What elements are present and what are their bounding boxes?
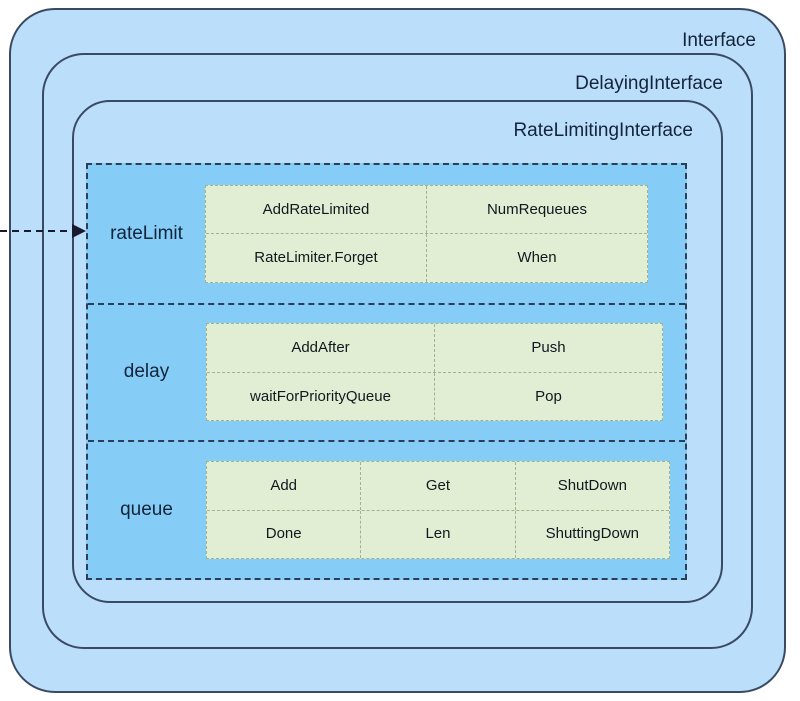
method-cell[interactable]: When (426, 234, 647, 282)
struct-row-ratelimit: rateLimit AddRateLimited NumRequeues Rat… (88, 165, 685, 303)
method-cell[interactable]: NumRequeues (426, 185, 647, 234)
entry-arrow-icon (0, 224, 86, 238)
rate-limiting-interface-label: RateLimitingInterface (513, 120, 693, 141)
method-row: RateLimiter.Forget When (206, 233, 647, 282)
method-row: waitForPriorityQueue Pop (207, 371, 662, 421)
struct-name-delay: delay (123, 361, 170, 383)
method-row: Add Get ShutDown (207, 462, 669, 510)
method-cell[interactable]: AddAfter (291, 339, 350, 357)
method-table-ratelimit: AddRateLimited NumRequeues RateLimiter.F… (205, 184, 648, 283)
struct-row-queue: queue Add Get ShutDown Done Len Shutting… (88, 440, 685, 578)
method-table-delay: AddAfter Push waitForPriorityQueue Pop (206, 323, 663, 422)
method-cell[interactable]: RateLimiter.Forget (254, 249, 378, 267)
method-row: AddAfter Push (207, 324, 662, 372)
method-cell[interactable]: Push (434, 324, 662, 372)
struct-row-delay: delay AddAfter Push waitForPriorityQueue… (88, 302, 685, 441)
method-cell[interactable]: Pop (434, 372, 662, 421)
method-cell[interactable]: ShuttingDown (514, 510, 669, 559)
interface-label: Interface (682, 30, 756, 51)
delaying-interface-label: DelayingInterface (575, 73, 723, 94)
method-row: AddRateLimited NumRequeues (206, 185, 647, 234)
method-cell[interactable]: AddRateLimited (262, 200, 370, 218)
method-cell[interactable]: waitForPriorityQueue (250, 387, 391, 405)
struct-name-ratelimit: rateLimit (110, 222, 183, 244)
method-cell[interactable]: Done (265, 525, 302, 543)
method-cell[interactable]: ShutDown (514, 462, 669, 510)
method-cell[interactable]: Add (270, 476, 298, 494)
struct-container: rateLimit AddRateLimited NumRequeues Rat… (86, 163, 687, 580)
method-cell[interactable]: Len (360, 510, 514, 559)
method-row: Done Len ShuttingDown (207, 509, 669, 559)
method-cell[interactable]: Get (360, 462, 514, 510)
method-table-queue: Add Get ShutDown Done Len ShuttingDown (206, 461, 670, 560)
struct-name-queue: queue (120, 499, 173, 521)
